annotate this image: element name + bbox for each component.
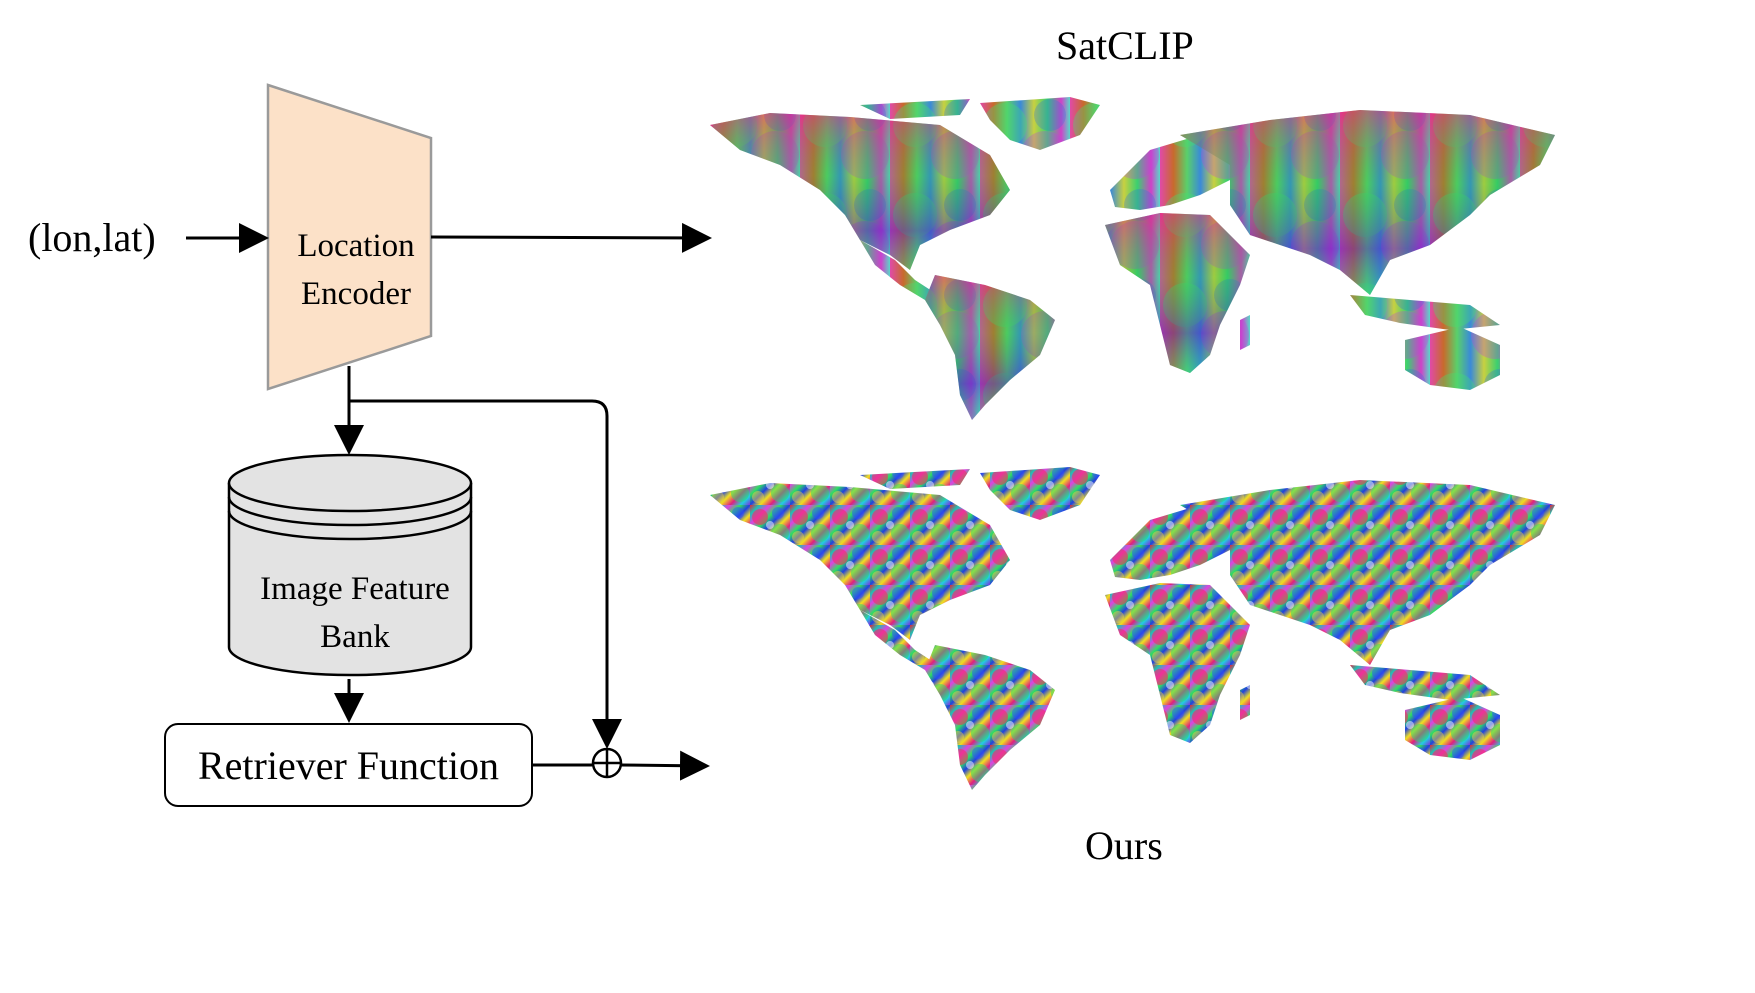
ours-world-map (710, 467, 1555, 790)
encoder-output-arrow (430, 222, 712, 253)
satclip-map-title: SatCLIP (1056, 23, 1194, 68)
ours-map-title: Ours (1085, 823, 1163, 868)
combined-output-arrow (620, 750, 710, 781)
skip-connection-arrow (349, 399, 622, 749)
image-feature-bank-label-line2: Bank (320, 619, 390, 655)
image-feature-bank-label: Image Feature Bank (240, 565, 470, 661)
location-encoder-label: Location Encoder (296, 222, 416, 318)
retriever-function-box (164, 723, 533, 807)
image-feature-bank-label-line1: Image Feature (260, 571, 450, 607)
image-feature-bank-shape (227, 453, 473, 677)
location-encoder-label-line2: Encoder (301, 276, 411, 312)
satclip-world-map (710, 97, 1555, 420)
location-encoder-shape (266, 83, 433, 391)
input-coordinates-label: (lon,lat) (28, 215, 156, 260)
combine-operator (591, 747, 623, 779)
location-encoder-label-line1: Location (297, 228, 415, 264)
retriever-function-label: Retriever Function (197, 743, 500, 788)
